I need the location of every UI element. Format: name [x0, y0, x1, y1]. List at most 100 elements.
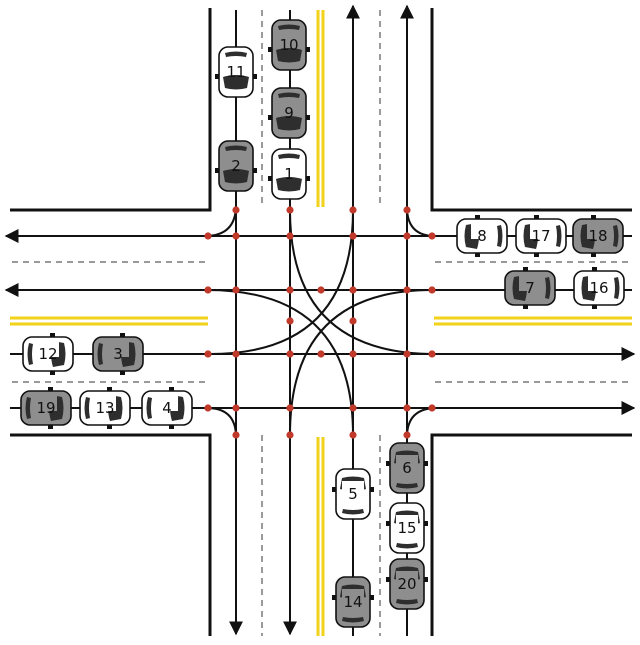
car-mirror [306, 115, 310, 120]
car-18: 18 [572, 215, 624, 257]
car-19: 19 [20, 387, 72, 429]
left-turn-from-south [206, 289, 354, 436]
car-20: 20 [386, 558, 428, 610]
conflict-point [317, 286, 325, 294]
car-rear-window [342, 509, 364, 515]
conflict-point [428, 404, 436, 412]
car-9: 9 [268, 87, 310, 139]
car-5: 5 [332, 468, 374, 520]
car-14: 14 [332, 576, 374, 628]
straight-paths [4, 4, 636, 636]
car-mirror [306, 176, 310, 181]
conflict-point [317, 350, 325, 358]
car-mirror [107, 387, 112, 391]
conflict-point [232, 431, 240, 439]
car-mirror [268, 176, 272, 181]
conflict-point [286, 206, 294, 214]
conflict-point [349, 206, 357, 214]
car-mirror [48, 425, 53, 429]
car-roof [225, 153, 247, 169]
conflict-point [204, 350, 212, 358]
car-windshield [276, 116, 302, 131]
conflict-point [204, 404, 212, 412]
car-number-label: 5 [348, 485, 358, 503]
car-rear-window [146, 397, 152, 419]
car-mirror [268, 115, 272, 120]
curb-southeast [430, 433, 632, 636]
car-2: 2 [215, 140, 257, 192]
car-rear-window [225, 145, 247, 151]
conflict-point [232, 206, 240, 214]
lane-dividers [12, 10, 632, 636]
car-mirror [215, 168, 219, 173]
conflict-point [349, 431, 357, 439]
car-number-label: 12 [38, 345, 57, 363]
car-rear-window [97, 343, 103, 365]
car-number-label: 18 [588, 227, 607, 245]
car-number-label: 8 [477, 227, 487, 245]
conflict-point [286, 232, 294, 240]
conflict-point [349, 350, 357, 358]
car-mirror [386, 577, 390, 582]
car-8: 8 [456, 215, 508, 257]
car-mirror [48, 387, 53, 391]
car-rear-window [278, 24, 300, 30]
car-16: 16 [573, 267, 625, 309]
conflict-point [403, 350, 411, 358]
car-windshield [276, 177, 302, 192]
car-roof [156, 395, 178, 411]
conflict-point [428, 286, 436, 294]
car-mirror [306, 47, 310, 52]
conflict-point [403, 286, 411, 294]
car-1: 1 [268, 148, 310, 200]
car-mirror [50, 371, 55, 375]
conflict-point [204, 286, 212, 294]
center-lines [10, 10, 632, 636]
car-11: 11 [215, 46, 257, 98]
conflict-point [286, 317, 294, 325]
car-rear-window [84, 397, 90, 419]
car-mirror [424, 521, 428, 526]
car-mirror [591, 215, 596, 219]
curb-northeast [430, 8, 632, 212]
car-rear-window [613, 225, 619, 247]
car-roof [37, 341, 59, 357]
car-mirror [107, 425, 112, 429]
right-turn-sw [206, 407, 237, 438]
car-12: 12 [22, 333, 74, 375]
road-edges [10, 8, 632, 636]
conflict-point [403, 404, 411, 412]
left-turn-from-west [209, 209, 354, 355]
car-mirror [50, 333, 55, 337]
car-mirror [592, 267, 597, 271]
conflict-point [232, 404, 240, 412]
left-turn-from-north [289, 209, 436, 355]
car-rear-window [396, 483, 418, 489]
conflict-point [286, 350, 294, 358]
car-roof [278, 100, 300, 116]
car-15: 15 [386, 502, 428, 554]
car-roof [342, 589, 364, 605]
left-turn-from-east [289, 289, 433, 436]
car-rear-window [27, 343, 33, 365]
car-number-label: 20 [397, 575, 416, 593]
conflict-point [349, 317, 357, 325]
car-rear-window [396, 543, 418, 549]
car-number-label: 3 [113, 345, 123, 363]
car-6: 6 [386, 442, 428, 494]
car-roof [519, 275, 541, 291]
car-roof [35, 395, 57, 411]
car-mirror [523, 267, 528, 271]
car-roof [278, 32, 300, 48]
conflict-point [286, 404, 294, 412]
car-roof [530, 223, 552, 239]
conflict-point [286, 431, 294, 439]
car-roof [278, 161, 300, 177]
car-mirror [120, 371, 125, 375]
car-mirror [386, 461, 390, 466]
car-mirror [424, 461, 428, 466]
car-mirror [523, 305, 528, 309]
car-windshield [276, 48, 302, 63]
car-mirror [475, 215, 480, 219]
right-turn-se [406, 407, 438, 438]
